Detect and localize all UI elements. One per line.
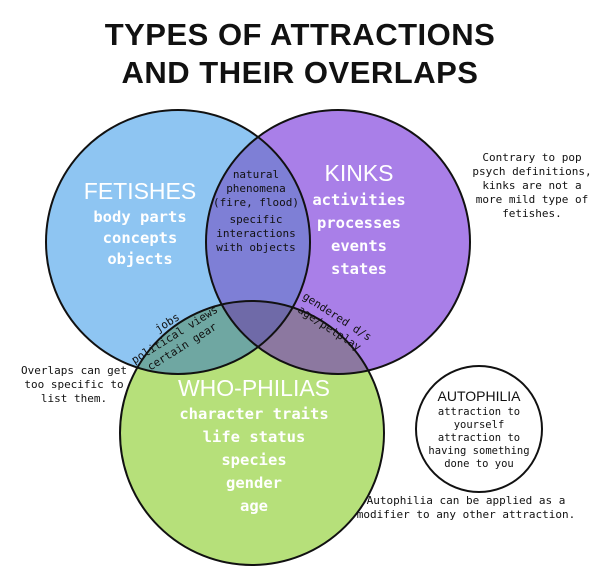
who-philias-item: life status [203,428,306,446]
note-line: list them. [40,392,108,405]
who-philias-items: character traits life status species gen… [179,405,328,515]
note-line: Autophilia can be applied as a [366,494,566,507]
autophilia-item: attraction to [438,432,520,444]
fetishes-item: objects [107,250,172,268]
autophilia-item: having something [428,445,529,457]
kink-philia-overlap [206,301,384,374]
fetishes-outline [45,109,311,375]
who-philias-item: species [221,451,286,469]
autophilia-item: attraction to [438,406,520,418]
note-line: psych definitions, [472,165,592,178]
title-line-1: TYPES OF ATTRACTIONS [104,17,496,52]
kinks-item: processes [317,214,401,232]
overlap-item: phenomena [226,182,286,195]
autophilia-modifier-note: Autophilia can be applied as a modifier … [356,494,576,522]
note-line: Contrary to pop [482,151,582,164]
fetishes-items: body parts concepts objects [93,208,186,268]
overlaps-specific-note: Overlaps can get too specific to list th… [12,364,136,406]
who-philias-item: character traits [179,405,328,423]
autophilia-items: attraction to yourself attraction to hav… [428,406,529,470]
kinks-item: events [331,237,387,255]
kinks-item: states [331,260,387,278]
autophilia-item: done to you [444,458,514,470]
autophilia-heading: AUTOPHILIA [438,388,522,404]
pop-psych-note: Contrary to pop psych definitions, kinks… [472,151,592,221]
who-philias-heading: WHO-PHILIAS [178,375,330,401]
fetishes-item: body parts [93,208,186,226]
fetish-philia-overlap [120,301,310,374]
note-line: fetishes. [502,207,562,220]
kinks-outline [205,109,471,375]
fetish-kink-overlap-text: natural phenomena (fire, flood) specific… [213,168,299,254]
overlap-item: specific [230,213,283,226]
note-line: more mild type of [475,193,589,206]
note-line: too specific to [24,378,124,391]
fetishes-heading: FETISHES [84,178,196,204]
autophilia-circle [415,365,543,493]
overlap-item: interactions [216,227,295,240]
who-philias-item: gender [226,474,282,492]
who-philias-outline [119,300,385,566]
overlap-item: with objects [216,241,295,254]
title-line-2: AND THEIR OVERLAPS [121,55,479,90]
overlap-item: natural [233,168,279,181]
fetishes-item: concepts [103,229,178,247]
note-line: Overlaps can get [21,364,127,377]
kinks-item: activities [312,191,405,209]
who-philias-item: age [240,497,268,515]
kinks-items: activities processes events states [312,191,405,278]
autophilia-item: yourself [454,419,505,431]
page-title: TYPES OF ATTRACTIONS AND THEIR OVERLAPS [0,16,600,92]
note-line: modifier to any other attraction. [356,508,576,521]
note-line: kinks are not a [482,179,582,192]
kinks-heading: KINKS [324,160,393,186]
overlap-item: (fire, flood) [213,196,299,209]
